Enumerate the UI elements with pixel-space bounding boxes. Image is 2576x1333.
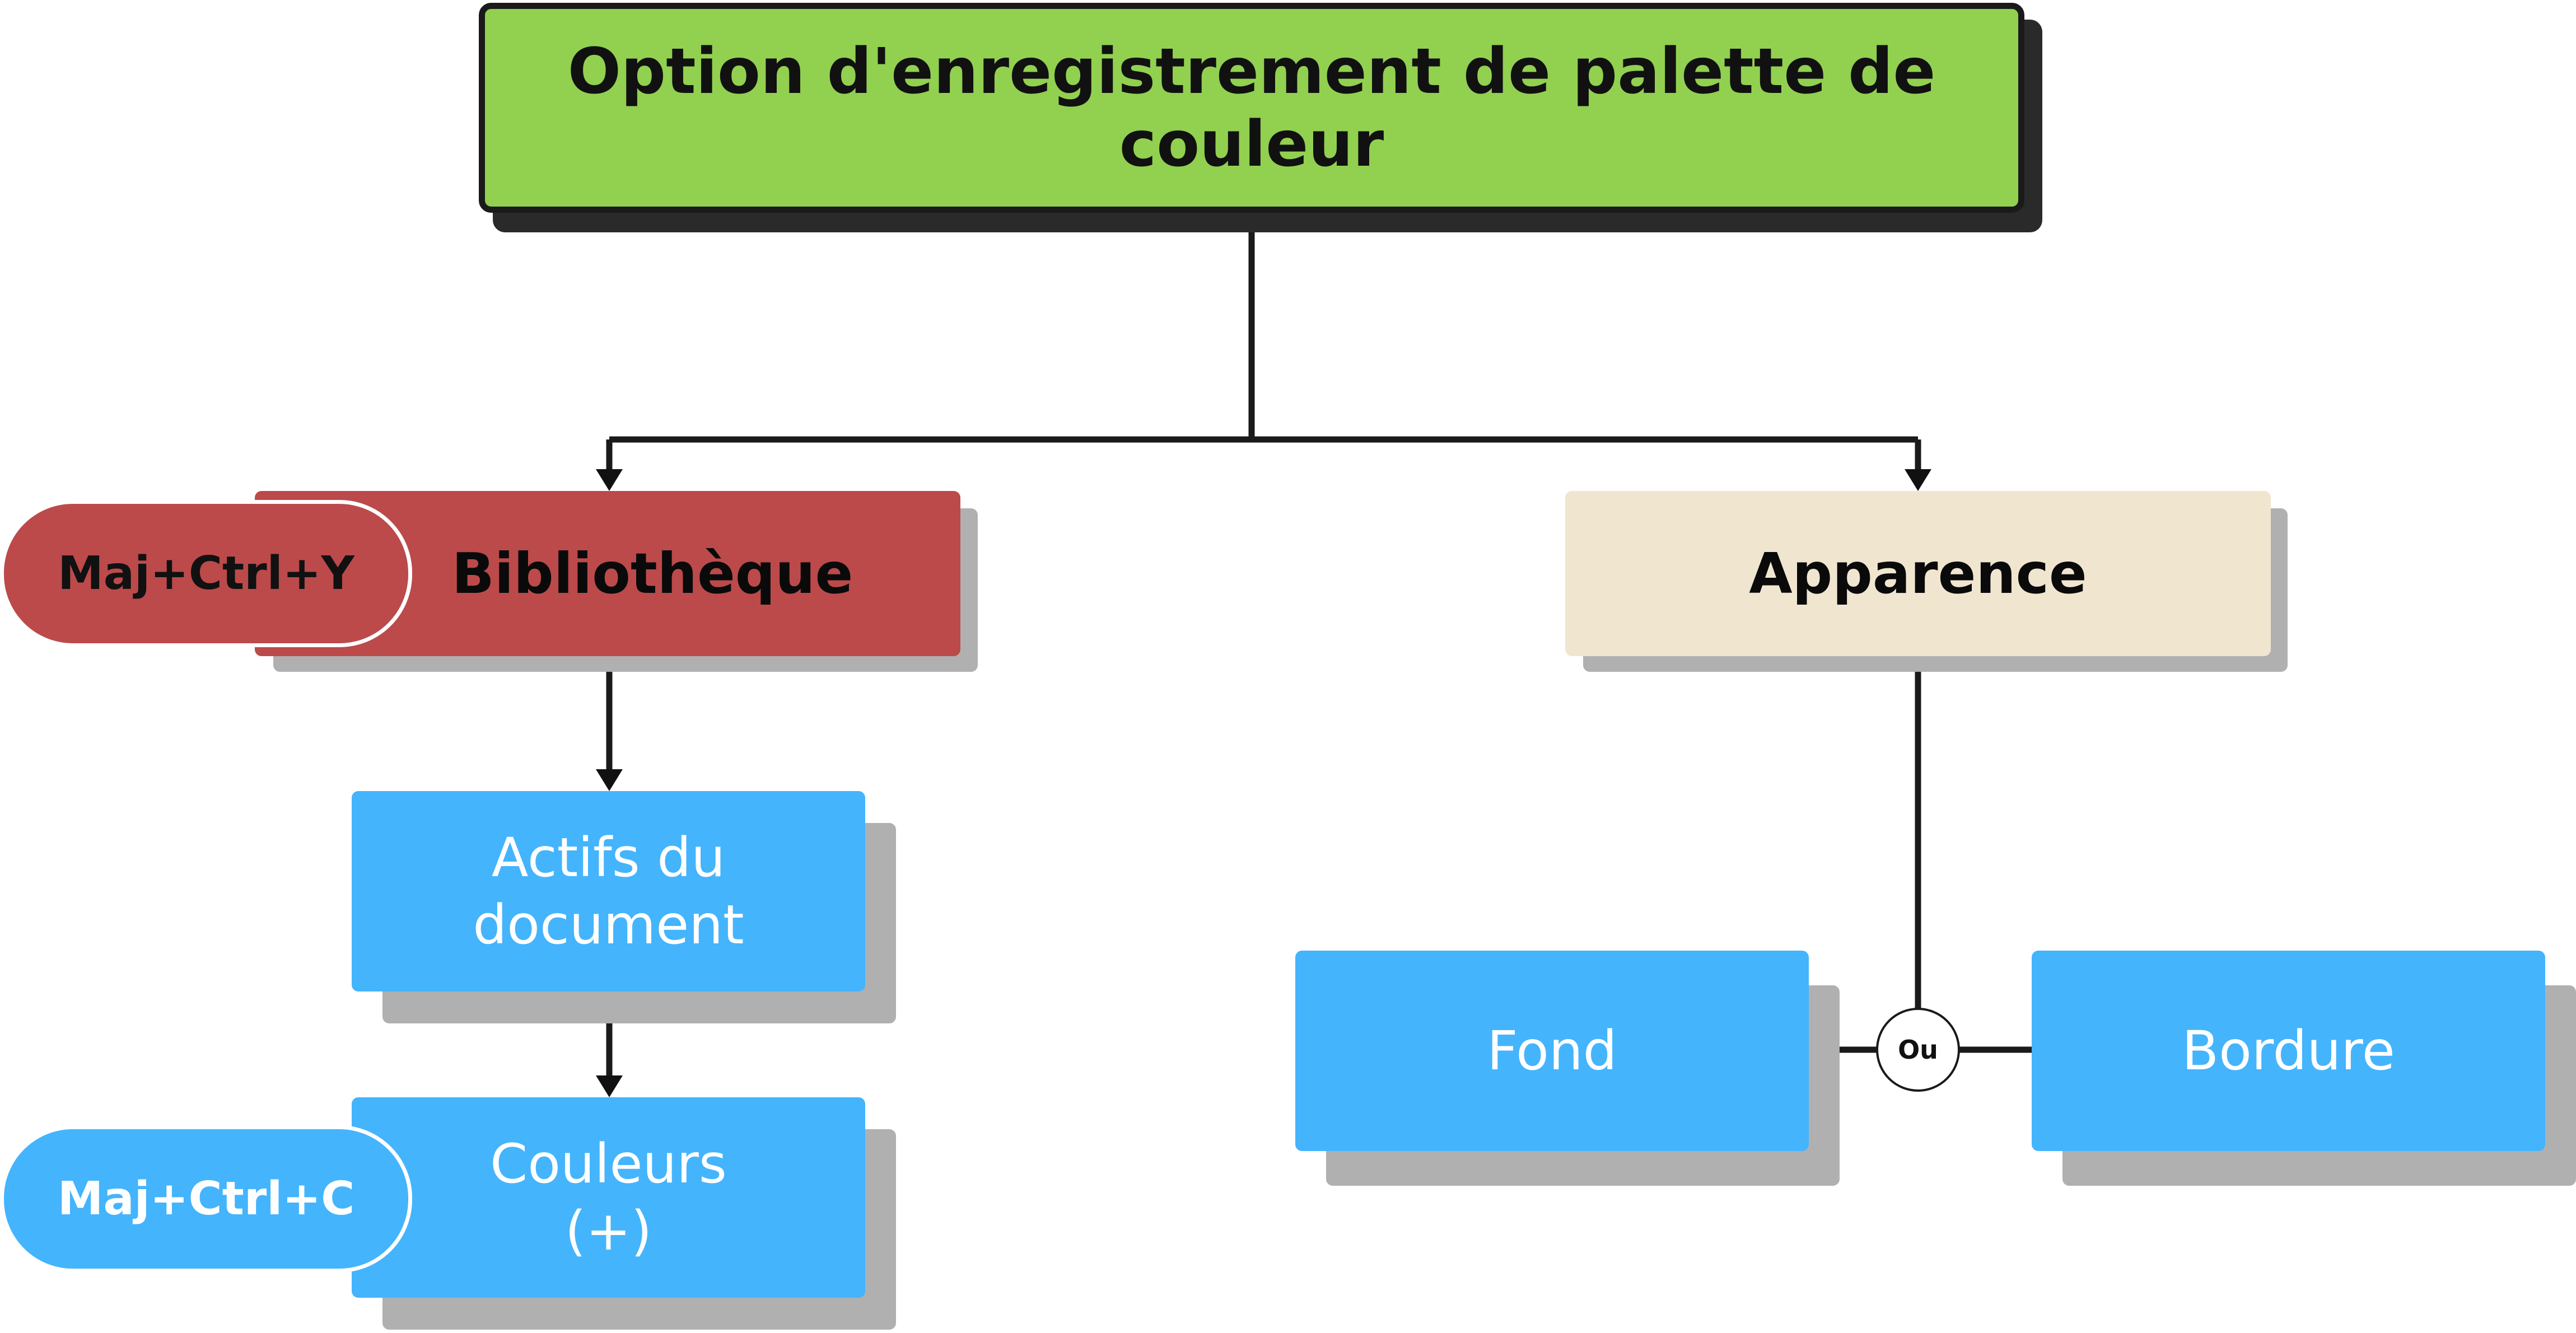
arrowhead-appearance [1905, 469, 1931, 491]
fond-box: Fond [1295, 951, 1809, 1151]
couleurs-box: Couleurs (+) [352, 1097, 865, 1298]
arrowhead-couleurs [596, 1075, 623, 1097]
arrowhead-actifs [596, 769, 623, 791]
arrowhead-library [596, 469, 623, 491]
title-text: Option d'enregistrement de palette de co… [567, 35, 1936, 181]
couleurs-shortcut-badge: Maj+Ctrl+C [0, 1125, 412, 1273]
or-connector-text: Ou [1898, 1035, 1938, 1065]
library-shortcut-text: Maj+Ctrl+Y [58, 547, 354, 600]
couleurs-label: Couleurs (+) [490, 1133, 727, 1262]
fond-label: Fond [1487, 1019, 1617, 1082]
library-shortcut-badge: Maj+Ctrl+Y [0, 500, 412, 647]
couleurs-shortcut-text: Maj+Ctrl+C [57, 1172, 355, 1226]
title-box: Option d'enregistrement de palette de co… [479, 3, 2024, 213]
appearance-label: Apparence [1749, 541, 2087, 606]
actifs-box: Actifs du document [352, 791, 865, 991]
or-connector: Ou [1876, 1008, 1960, 1092]
bordure-label: Bordure [2182, 1019, 2395, 1082]
appearance-box: Apparence [1565, 491, 2271, 656]
bordure-box: Bordure [2032, 951, 2545, 1151]
library-label: Bibliothèque [451, 541, 853, 606]
actifs-label: Actifs du document [473, 826, 744, 956]
